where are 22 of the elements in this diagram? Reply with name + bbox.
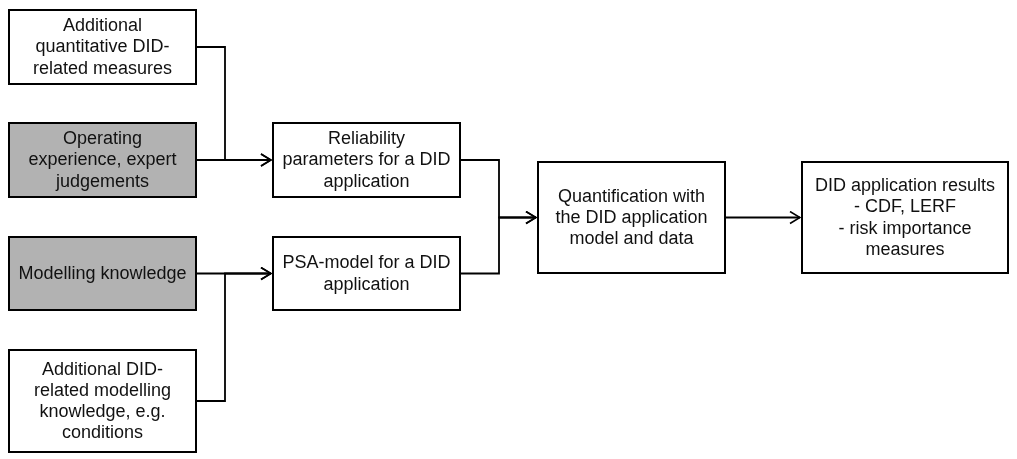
box-text: Additional quantitative DID-related measures xyxy=(31,15,174,79)
process-box xyxy=(8,236,197,311)
process-box xyxy=(8,122,197,198)
connector-arrow xyxy=(725,210,801,225)
box-text: Additional DID-related modelling knowledge, e.g. conditions xyxy=(32,358,173,444)
box-text: Operating experience, expert judgements xyxy=(27,128,178,192)
process-box xyxy=(272,122,461,198)
box-text: Quantification with the DID application model and data xyxy=(554,185,709,250)
process-box xyxy=(272,236,461,311)
process-box xyxy=(537,161,726,274)
connector-arrow xyxy=(196,153,272,167)
box-text: PSA-model for a DID application xyxy=(282,252,451,295)
process-box xyxy=(8,9,197,85)
box-text: Reliability parameters for a DID application xyxy=(282,128,451,192)
box-text: DID application results xyxy=(814,175,996,197)
connector-arrow xyxy=(196,266,272,402)
process-box xyxy=(801,161,1009,274)
box-text: Modelling knowledge xyxy=(18,262,187,285)
connector-arrow xyxy=(460,210,537,275)
box-text: - risk importance measures xyxy=(837,217,973,260)
process-box xyxy=(8,349,197,453)
box-text: - CDF, LERF xyxy=(854,196,956,218)
